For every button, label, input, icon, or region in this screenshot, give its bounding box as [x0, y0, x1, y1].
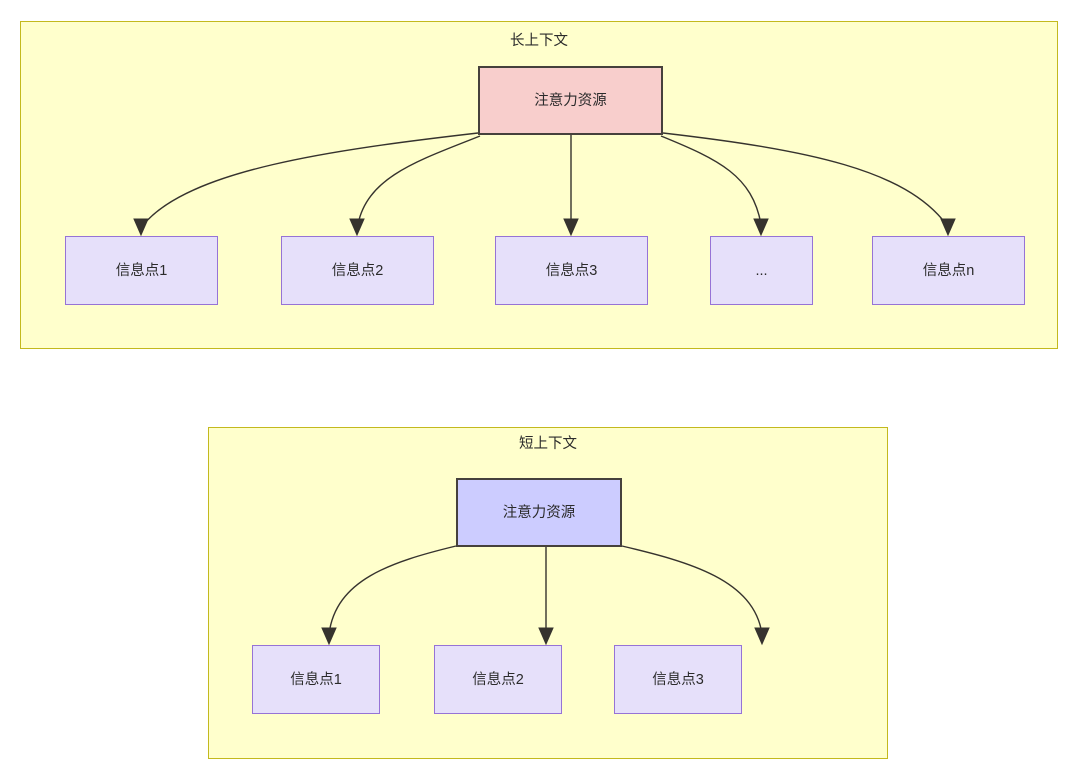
node-info-point-short-3[interactable]: 信息点3 — [614, 645, 742, 714]
node-info-point-long-ellipsis[interactable]: ... — [710, 236, 813, 305]
node-attention-resource-short[interactable]: 注意力资源 — [456, 478, 622, 547]
node-info-point-long-1-label: 信息点1 — [115, 262, 168, 279]
panel-short-context-title: 短上下文 — [519, 436, 577, 452]
node-info-point-long-3-label: 信息点3 — [545, 262, 598, 279]
node-info-point-short-2[interactable]: 信息点2 — [434, 645, 562, 714]
node-info-point-long-2-label: 信息点2 — [331, 262, 384, 279]
node-info-point-short-2-label: 信息点2 — [472, 671, 524, 688]
node-info-point-long-n-label: 信息点n — [922, 262, 975, 279]
node-info-point-short-3-label: 信息点3 — [652, 671, 704, 688]
node-attention-resource-long[interactable]: 注意力资源 — [478, 66, 663, 135]
node-info-point-long-ellipsis-label: ... — [755, 262, 768, 279]
node-attention-resource-long-label: 注意力资源 — [534, 92, 607, 109]
panel-long-context-title: 长上下文 — [510, 33, 568, 49]
node-info-point-long-2[interactable]: 信息点2 — [281, 236, 434, 305]
node-attention-resource-short-label: 注意力资源 — [502, 504, 576, 521]
node-info-point-long-n[interactable]: 信息点n — [872, 236, 1025, 305]
node-info-point-short-1[interactable]: 信息点1 — [252, 645, 380, 714]
node-info-point-short-1-label: 信息点1 — [290, 671, 342, 688]
node-info-point-long-1[interactable]: 信息点1 — [65, 236, 218, 305]
node-info-point-long-3[interactable]: 信息点3 — [495, 236, 648, 305]
